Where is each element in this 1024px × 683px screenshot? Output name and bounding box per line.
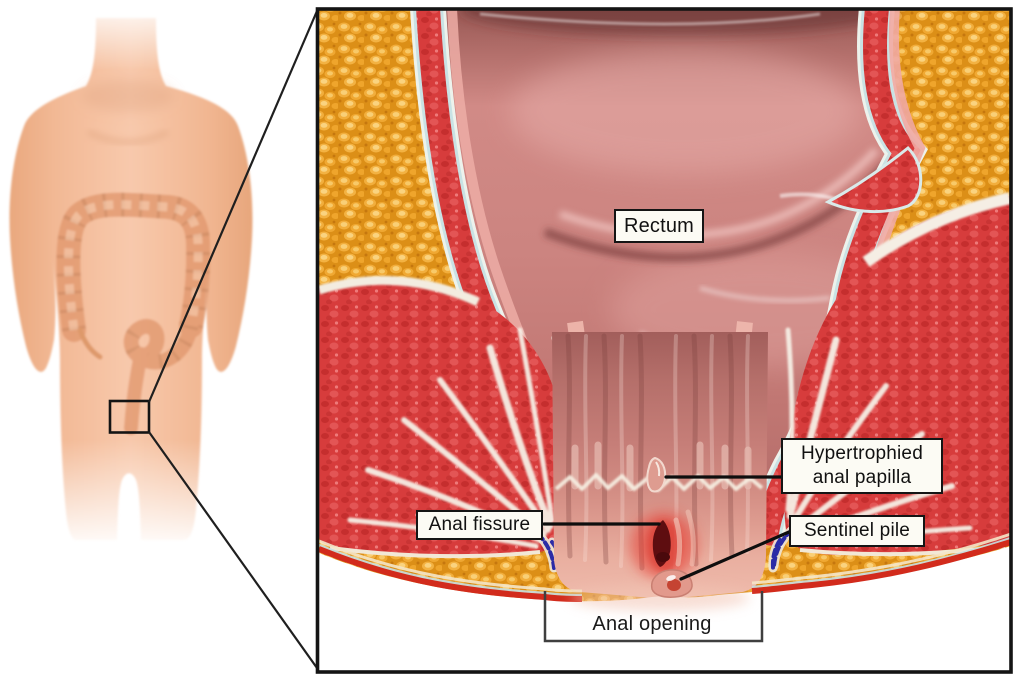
body-figure — [9, 18, 253, 540]
label-anal-opening: Anal opening — [562, 609, 742, 639]
rectal-fold-wedge — [824, 145, 923, 214]
colon-overlay — [56, 192, 211, 435]
perineal-skin — [319, 532, 1010, 671]
label-anal-fissure-text: Anal fissure — [428, 514, 531, 536]
leader-line-sentinel — [679, 530, 791, 581]
label-sentinel-pile-text: Sentinel pile — [803, 520, 911, 542]
label-rectum-text: Rectum — [623, 214, 695, 237]
label-hypertrophied-line1: Hypertrophied — [801, 443, 923, 464]
label-hypertrophied-anal-papilla: Hypertrophied anal papilla — [781, 438, 943, 494]
label-sentinel-pile: Sentinel pile — [789, 515, 925, 547]
sentinel-pile-mark — [650, 569, 693, 598]
label-rectum: Rectum — [614, 209, 704, 243]
label-hypertrophied-line2: anal papilla — [812, 467, 912, 488]
torso-silhouette — [9, 18, 253, 540]
connector-line-top — [147, 10, 319, 403]
anal-opening-bracket — [543, 591, 764, 643]
anal-fissure-mark — [630, 509, 698, 580]
connector-line-bottom — [148, 431, 318, 669]
main-frame — [315, 7, 1013, 674]
label-anal-opening-text: Anal opening — [592, 612, 712, 635]
hypertrophied-papilla-mark — [646, 456, 667, 493]
label-anal-fissure: Anal fissure — [416, 510, 543, 540]
zoom-rectangle — [108, 399, 151, 434]
